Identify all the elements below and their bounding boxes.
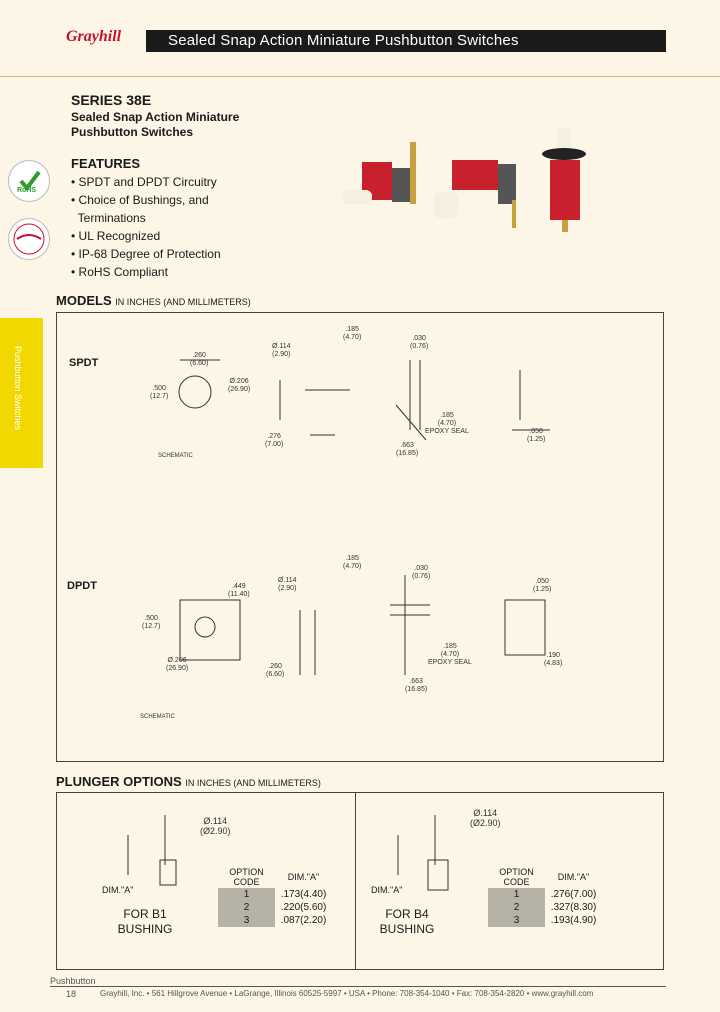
page-title: Sealed Snap Action Miniature Pushbutton … (168, 32, 519, 49)
switch-pc-mount (434, 160, 516, 228)
feature-item: • Choice of Bushings, and (71, 193, 209, 207)
spdt-drawing (178, 359, 550, 441)
dim-text: .260(6.60) (266, 663, 285, 678)
table-header: OPTION CODE (499, 867, 534, 887)
models-heading: MODELS IN INCHES (AND MILLIMETERS) (56, 293, 251, 308)
table-row: 2 .327(8.30) (488, 901, 602, 914)
dim-text: .185(4.70)EPOXY SEAL (428, 643, 472, 666)
spdt-label: SPDT (69, 357, 99, 369)
feature-item: • UL Recognized (71, 229, 161, 243)
dim-text: .449(11.40) (228, 583, 250, 598)
footer-address: Grayhill, Inc. • 561 Hillgrove Avenue • … (100, 989, 594, 998)
table-row: 2 .220(5.60) (218, 901, 332, 914)
b4-dim-label: DIM."A" (371, 885, 403, 895)
dim-text: .050(1.25) (527, 428, 546, 443)
plunger-heading: PLUNGER OPTIONS IN INCHES (AND MILLIMETE… (56, 774, 321, 789)
dim-text: .663(16.85) (405, 678, 428, 693)
table-row: 3 .193(4.90) (488, 914, 602, 927)
series-title: SERIES 38E (71, 92, 152, 108)
switch-panel-mount (542, 128, 586, 232)
dpdt-drawing (179, 575, 546, 675)
switch-right-angle (342, 142, 416, 204)
rohs-label: RoHS (17, 187, 37, 194)
plunger-divider (355, 792, 356, 970)
schematic-label: SCHEMATIC (158, 453, 193, 459)
table-header: OPTION CODE (229, 867, 264, 887)
dim-text: .050(1.25) (533, 578, 552, 593)
dpdt-label: DPDT (67, 580, 97, 592)
side-tab-label: Pushbutton Switches (13, 346, 23, 431)
features-heading: FEATURES (71, 156, 141, 171)
product-photo (342, 128, 586, 232)
dim-text: Ø.114(2.90) (278, 577, 297, 592)
b4-plunger-drawing (397, 815, 449, 891)
dim-text: .190(4.83) (544, 652, 563, 667)
b4-diameter: Ø.114(Ø2.90) (470, 808, 501, 828)
b1-diameter: Ø.114(Ø2.90) (200, 816, 231, 836)
plunger-box (56, 792, 664, 970)
rohs-badge: RoHS (8, 160, 50, 202)
schematic-label: SCHEMATIC (140, 714, 175, 720)
table-row: 3 .087(2.20) (218, 914, 332, 927)
dim-text: .276(7.00) (265, 433, 284, 448)
feature-item: • IP-68 Degree of Protection (71, 247, 221, 261)
dim-text: .185(4.70)EPOXY SEAL (425, 412, 469, 435)
table-header: DIM."A" (287, 872, 320, 882)
footer-section: Pushbutton (50, 976, 96, 986)
grayhill-seal-icon (13, 223, 45, 255)
table-row: 1 .173(4.40) (218, 888, 332, 901)
dim-text: .260(6.60) (190, 352, 209, 367)
dim-text: .500(12.7) (142, 615, 161, 630)
dim-text: Ø.114(2.90) (272, 343, 291, 358)
b1-dim-label: DIM."A" (102, 885, 134, 895)
header-divider (0, 76, 720, 77)
series-subtitle: Sealed Snap Action Miniature Pushbutton … (71, 110, 240, 139)
dim-text: .185(4.70) (343, 555, 362, 570)
dim-text: Ø.206(26.90) (166, 657, 189, 672)
models-box (56, 312, 664, 762)
header-bar (146, 30, 666, 52)
grayhill-seal (8, 218, 50, 260)
dim-text: .185(4.70) (343, 326, 362, 341)
table-header: DIM."A" (557, 872, 590, 882)
b4-option-table: OPTION CODE DIM."A" 1 .276(7.00) 2 .327(… (488, 866, 602, 927)
b1-option-table: OPTION CODE DIM."A" 1 .173(4.40) 2 .220(… (218, 866, 332, 927)
check-icon (19, 170, 41, 192)
grayhill-logo: Grayhill (66, 28, 122, 45)
feature-item: • RoHS Compliant (71, 265, 168, 279)
dim-text: .663(16.85) (396, 442, 419, 457)
dim-text: .030(0.76) (412, 565, 431, 580)
side-tab: Pushbutton Switches (0, 318, 43, 468)
dim-text: .500(12.7) (150, 385, 169, 400)
page-number: 18 (66, 989, 77, 999)
b1-plunger-drawing (127, 815, 177, 886)
dim-text: .030(0.76) (410, 335, 429, 350)
footer-divider (50, 986, 666, 987)
features-list: • SPDT and DPDT Circuitry • Choice of Bu… (71, 173, 221, 281)
feature-item: Terminations (77, 211, 146, 225)
feature-item: • SPDT and DPDT Circuitry (71, 175, 217, 189)
table-row: 1 .276(7.00) (488, 888, 602, 901)
dim-text: Ø.206(26.90) (228, 378, 251, 393)
